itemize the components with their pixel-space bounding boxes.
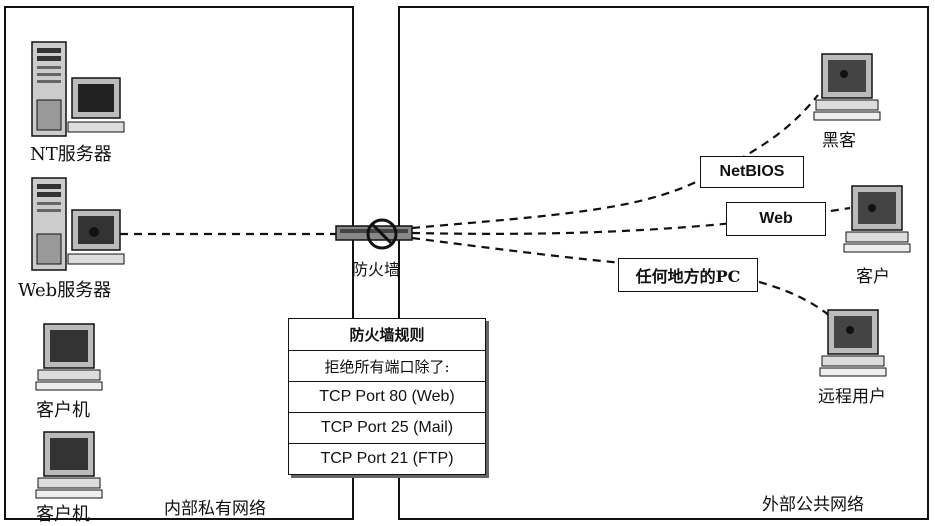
rules-title: 防火墙规则	[289, 319, 485, 350]
rule-item: TCP Port 80 (Web)	[289, 381, 485, 412]
hacker-label: 黑客	[822, 126, 856, 151]
external-network-label: 外部公共网络	[762, 490, 864, 515]
hacker-computer-icon	[812, 52, 882, 124]
client-computer-icon	[34, 430, 104, 500]
nt-server-icon	[28, 40, 128, 140]
rule-item: TCP Port 21 (FTP)	[289, 443, 485, 474]
remote-user-computer-icon	[818, 308, 888, 380]
web-server-icon	[28, 176, 128, 276]
rule-item: TCP Port 25 (Mail)	[289, 412, 485, 443]
internal-network-label: 内部私有网络	[164, 494, 266, 519]
any-pc-box: 任何地方的PC	[618, 258, 758, 292]
web-server-label: Web服务器	[18, 276, 111, 302]
client-2-label: 客户机	[36, 500, 90, 526]
client-computer-icon	[34, 322, 104, 392]
netbios-traffic-box: NetBIOS	[700, 156, 804, 188]
remote-user-label: 远程用户	[818, 382, 886, 407]
firewall-label: 防火墙	[352, 256, 400, 280]
firewall-rules-table: 防火墙规则 拒绝所有端口除了: TCP Port 80 (Web) TCP Po…	[288, 318, 486, 475]
nt-server-label: NT服务器	[30, 140, 112, 166]
client-1-label: 客户机	[36, 396, 90, 422]
customer-computer-icon	[842, 184, 912, 256]
rules-subtitle: 拒绝所有端口除了:	[289, 350, 485, 381]
web-traffic-box: Web	[726, 202, 826, 236]
customer-label: 客户	[856, 262, 890, 287]
firewall-icon	[332, 212, 416, 256]
